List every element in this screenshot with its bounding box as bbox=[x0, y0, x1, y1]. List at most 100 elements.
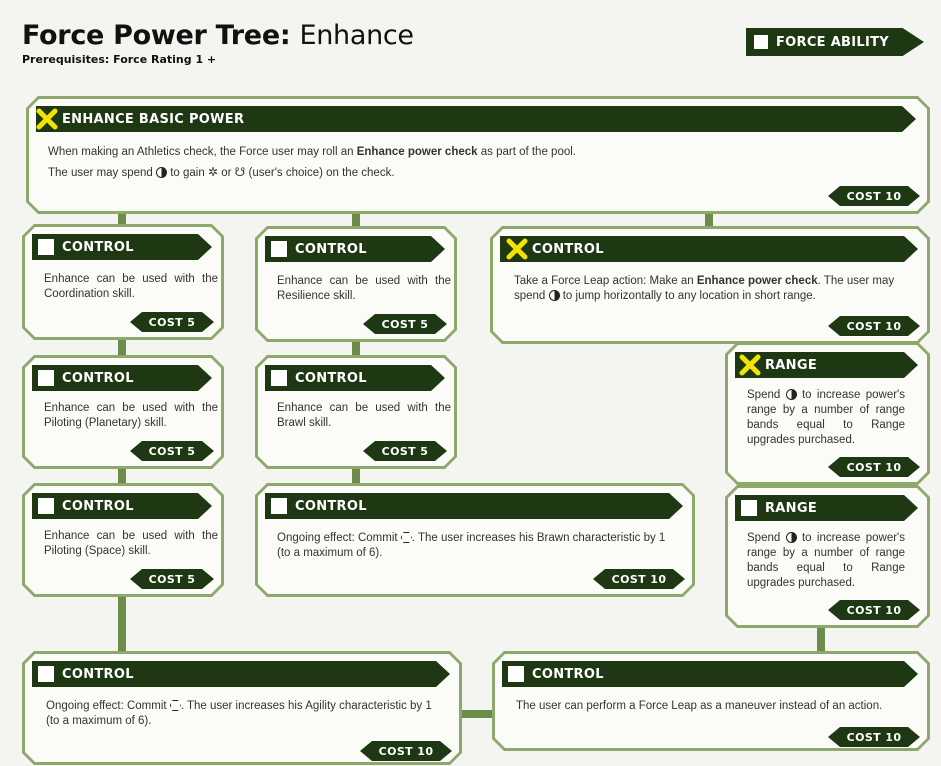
connector bbox=[705, 196, 713, 232]
upgrade-card-range-2[interactable]: RANGE Spend to increase power's range by… bbox=[725, 485, 930, 628]
upgrade-banner: CONTROL bbox=[32, 365, 212, 391]
upgrade-banner: RANGE bbox=[735, 495, 918, 521]
upgrade-card-control-agility[interactable]: CONTROL Ongoing effect: Commit . The use… bbox=[22, 651, 462, 765]
upgrade-checkbox[interactable] bbox=[38, 666, 54, 682]
basic-power-description: When making an Athletics check, the Forc… bbox=[48, 142, 908, 183]
cost-badge: COST 5 bbox=[130, 441, 214, 461]
force-point-icon bbox=[786, 389, 797, 400]
upgrade-title: CONTROL bbox=[532, 241, 604, 257]
upgrade-checkbox[interactable] bbox=[508, 666, 524, 682]
upgrade-description: Ongoing effect: Commit . The user increa… bbox=[277, 531, 673, 561]
upgrade-banner: CONTROL bbox=[500, 236, 918, 262]
cost-badge: COST 10 bbox=[360, 741, 452, 761]
upgrade-banner: CONTROL bbox=[32, 661, 450, 687]
success-icon: ✲ bbox=[207, 165, 219, 179]
upgrade-checkbox[interactable] bbox=[38, 370, 54, 386]
desc-bold: Enhance power check bbox=[696, 275, 818, 287]
force-ability-checkbox[interactable] bbox=[754, 35, 768, 49]
upgrade-card-control-force-leap[interactable]: CONTROL Take a Force Leap action: Make a… bbox=[490, 226, 930, 344]
upgrade-checkbox[interactable] bbox=[38, 498, 54, 514]
upgrade-checkbox[interactable] bbox=[271, 498, 287, 514]
connector bbox=[460, 710, 500, 718]
upgrade-card-range-1[interactable]: RANGE Spend to increase power's range by… bbox=[725, 342, 930, 485]
upgrade-description: Spend to increase power's range by a num… bbox=[747, 531, 905, 591]
cost-badge: COST 10 bbox=[828, 457, 920, 477]
upgrade-card-control-piloting-planetary[interactable]: CONTROL Enhance can be used with the Pil… bbox=[22, 355, 224, 469]
cost-badge: COST 5 bbox=[363, 314, 447, 334]
upgrade-title: CONTROL bbox=[295, 370, 367, 386]
upgrade-title: CONTROL bbox=[295, 241, 367, 257]
force-commit-icon bbox=[401, 532, 412, 543]
desc-text: . The user increases his Agility charact… bbox=[46, 700, 432, 727]
desc-text: . The user increases his Brawn character… bbox=[277, 532, 666, 559]
desc-text: Spend bbox=[747, 532, 786, 544]
upgrade-banner: CONTROL bbox=[265, 493, 683, 519]
upgrade-card-control-brawl[interactable]: CONTROL Enhance can be used with the Bra… bbox=[255, 355, 457, 469]
basic-power-title: ENHANCE BASIC POWER bbox=[62, 111, 245, 127]
force-ability-badge[interactable]: FORCE ABILITY bbox=[746, 28, 924, 56]
selected-mark-icon bbox=[36, 108, 58, 130]
upgrade-checkbox[interactable] bbox=[271, 370, 287, 386]
cost-badge: COST 5 bbox=[130, 569, 214, 589]
desc-text: Spend bbox=[747, 389, 786, 401]
upgrade-banner: CONTROL bbox=[265, 365, 445, 391]
upgrade-banner: CONTROL bbox=[265, 236, 445, 262]
upgrade-description: Take a Force Leap action: Make an Enhanc… bbox=[514, 274, 914, 304]
upgrade-banner: CONTROL bbox=[32, 234, 212, 260]
advantage-icon: ☋ bbox=[234, 165, 246, 179]
upgrade-checkbox[interactable] bbox=[271, 241, 287, 257]
desc-text: Take a Force Leap action: Make an bbox=[514, 275, 697, 287]
force-point-icon bbox=[156, 167, 167, 178]
desc-text: Ongoing effect: Commit bbox=[277, 532, 401, 544]
selected-mark-icon bbox=[739, 354, 761, 376]
cost-badge: COST 10 bbox=[828, 316, 920, 336]
selected-mark-icon bbox=[506, 238, 528, 260]
desc-text: to gain bbox=[167, 167, 208, 179]
upgrade-banner: CONTROL bbox=[32, 493, 212, 519]
upgrade-banner: RANGE bbox=[735, 352, 918, 378]
upgrade-title: CONTROL bbox=[295, 498, 367, 514]
upgrade-description: Enhance can be used with the Coordinatio… bbox=[44, 273, 218, 300]
prerequisites: Prerequisites: Force Rating 1 + bbox=[22, 53, 217, 66]
upgrade-checkbox[interactable] bbox=[741, 500, 757, 516]
upgrade-card-control-brawn[interactable]: CONTROL Ongoing effect: Commit . The use… bbox=[255, 483, 695, 597]
desc-text: to increase power's range by a number of… bbox=[747, 389, 905, 446]
upgrade-description: Spend to increase power's range by a num… bbox=[747, 388, 905, 448]
upgrade-card-control-coordination[interactable]: CONTROL Enhance can be used with the Coo… bbox=[22, 224, 224, 340]
upgrade-description: Enhance can be used with the Brawl skill… bbox=[277, 402, 451, 429]
desc-text: . The user may spend bbox=[514, 275, 895, 302]
cost-badge: COST 10 bbox=[828, 727, 920, 747]
upgrade-description: Enhance can be used with the Resilience … bbox=[277, 275, 451, 302]
cost-badge: COST 5 bbox=[130, 312, 214, 332]
desc-text: When making an Athletics check, the Forc… bbox=[48, 146, 357, 158]
upgrade-title: RANGE bbox=[765, 357, 818, 373]
upgrade-description: Enhance can be used with the Piloting (P… bbox=[44, 402, 218, 429]
force-point-icon bbox=[549, 290, 560, 301]
upgrade-card-control-piloting-space[interactable]: CONTROL Enhance can be used with the Pil… bbox=[22, 483, 224, 597]
desc-text: to jump horizontally to any location in … bbox=[559, 290, 816, 302]
desc-text: The user may spend bbox=[48, 167, 157, 179]
cost-badge: COST 5 bbox=[363, 441, 447, 461]
force-point-icon bbox=[786, 532, 797, 543]
desc-text: (user's choice) on the check. bbox=[245, 167, 395, 179]
basic-power-banner: ENHANCE BASIC POWER bbox=[36, 106, 916, 132]
upgrade-title: CONTROL bbox=[532, 666, 604, 682]
upgrade-checkbox[interactable] bbox=[38, 239, 54, 255]
cost-badge: COST 10 bbox=[828, 186, 920, 206]
title-power-name: Enhance bbox=[299, 20, 414, 51]
upgrade-title: CONTROL bbox=[62, 370, 134, 386]
upgrade-banner: CONTROL bbox=[502, 661, 918, 687]
desc-text: or bbox=[218, 167, 235, 179]
desc-bold: Enhance power check bbox=[356, 146, 478, 158]
cost-badge: COST 10 bbox=[593, 569, 685, 589]
upgrade-title: RANGE bbox=[765, 500, 818, 516]
upgrade-card-control-force-leap-maneuver[interactable]: CONTROL The user can perform a Force Lea… bbox=[492, 651, 930, 751]
upgrade-title: CONTROL bbox=[62, 239, 134, 255]
title-main: Force Power Tree: bbox=[22, 20, 291, 51]
force-commit-icon bbox=[170, 700, 181, 711]
upgrade-card-control-resilience[interactable]: CONTROL Enhance can be used with the Res… bbox=[255, 226, 457, 342]
desc-text: Ongoing effect: Commit bbox=[46, 700, 170, 712]
upgrade-description: Ongoing effect: Commit . The user increa… bbox=[46, 699, 442, 729]
upgrade-description: The user can perform a Force Leap as a m… bbox=[516, 700, 883, 712]
basic-power-card[interactable]: ENHANCE BASIC POWER When making an Athle… bbox=[26, 96, 930, 214]
